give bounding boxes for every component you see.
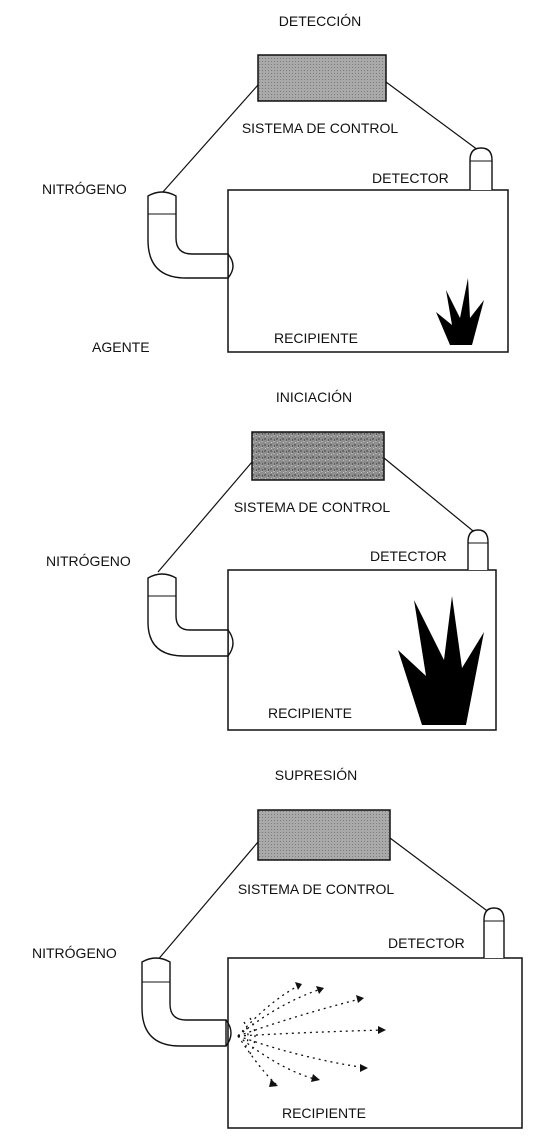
control-system-label: SISTEMA DE CONTROL [234,499,391,515]
agent-label: AGENTE [92,339,150,355]
panel-supresion: SUPRESIÓN SISTEMA DE CONTROL NITRÓGENO D… [32,767,523,1129]
control-system-label: SISTEMA DE CONTROL [238,881,395,897]
panel-title: INICIACIÓN [276,389,352,405]
nitrogen-label: NITRÓGENO [42,181,127,197]
container-label: RECIPIENTE [282,1105,366,1121]
detector-label: DETECTOR [372,170,449,186]
nitrogen-label: NITRÓGENO [32,945,117,961]
flame-large-icon [398,596,484,725]
panel-title: SUPRESIÓN [275,767,357,783]
flame-small-icon [436,278,484,345]
wire-control-to-detector [389,837,495,917]
nitrogen-label: NITRÓGENO [46,553,131,569]
spray-arrowheads [269,982,386,1087]
wire-control-to-detector [385,81,483,154]
detector-label: DETECTOR [370,548,447,564]
control-system-label: SISTEMA DE CONTROL [242,120,399,136]
panel-deteccion: DETECCIÓN SISTEMA DE CONTROL NITRÓGENO D… [42,13,509,355]
container-label: RECIPIENTE [268,705,352,721]
detector-sensor-icon [467,529,489,570]
detector-sensor-icon [483,907,505,958]
panel-iniciacion: INICIACIÓN SISTEMA DE CONTROL NITRÓGENO … [46,389,497,731]
control-system-box [257,809,391,861]
spray-arrows-icon [237,983,385,1085]
container-label: RECIPIENTE [274,330,358,346]
wire-control-to-nozzle [157,461,253,573]
panel-title: DETECCIÓN [279,13,361,29]
control-system-box [257,54,387,102]
wire-control-to-detector [383,457,479,536]
wire-control-to-nozzle [155,841,259,963]
nitrogen-pipe-icon [141,957,232,1047]
detector-sensor-icon [469,147,493,190]
wire-control-to-nozzle [161,84,259,194]
detector-label: DETECTOR [388,935,465,951]
nitrogen-pipe-icon [147,573,234,657]
nitrogen-pipe-icon [147,191,234,279]
control-system-box [251,431,385,481]
container-box [227,957,523,1129]
